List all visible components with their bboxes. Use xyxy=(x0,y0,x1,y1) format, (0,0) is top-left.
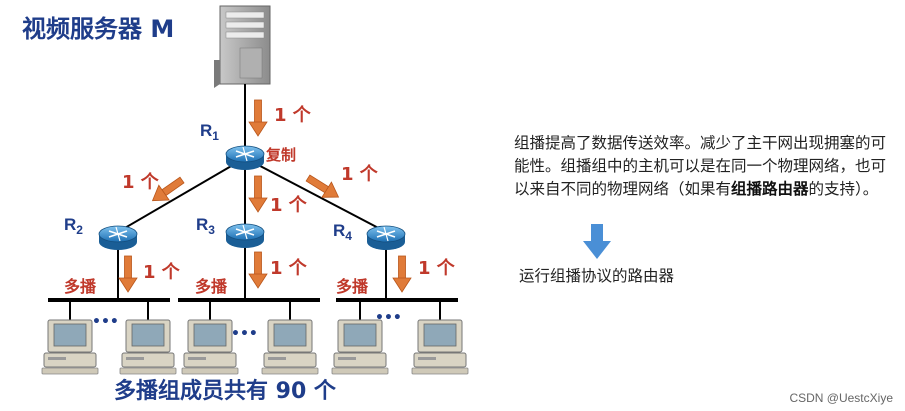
down-arrow-icon xyxy=(583,224,611,259)
router-r4-icon xyxy=(366,225,406,251)
count-label: 1 个 xyxy=(270,194,308,216)
members-summary: 多播组成员共有 90 个 xyxy=(114,378,337,404)
count-label: 1 个 xyxy=(143,261,181,283)
page-title: 视频服务器 M xyxy=(22,15,174,43)
computer-icon xyxy=(41,319,99,375)
arrow-icon xyxy=(118,255,138,293)
ellipsis: ••• xyxy=(231,326,258,342)
arrow-icon xyxy=(248,175,268,213)
description-text: 组播提高了数据传送效率。减少了主干网出现拥塞的可能性。组播组中的主机可以是在同一… xyxy=(514,134,887,198)
computer-icon xyxy=(331,319,389,375)
ellipsis: ••• xyxy=(375,310,402,326)
multicast-label: 多播 xyxy=(195,277,228,296)
network-links xyxy=(48,84,458,320)
count-label: 1 个 xyxy=(418,257,456,279)
computer-icon xyxy=(261,319,319,375)
multicast-label: 多播 xyxy=(336,277,369,296)
computer-icon xyxy=(181,319,239,375)
router-label-r1: R1 xyxy=(200,121,219,143)
ellipsis: ••• xyxy=(92,314,119,330)
arrow-icon xyxy=(248,99,268,137)
count-label: 1 个 xyxy=(274,104,312,126)
computer-icon xyxy=(411,319,469,375)
router-r3-icon xyxy=(225,223,265,249)
router-label-r2: R2 xyxy=(64,215,83,237)
router-label-r4: R4 xyxy=(333,221,352,243)
server-icon xyxy=(214,5,271,88)
router-r1-icon xyxy=(225,145,265,171)
multicast-label: 多播 xyxy=(64,277,97,296)
watermark: CSDN @UestcXiye xyxy=(789,391,893,405)
count-label: 1 个 xyxy=(122,171,160,193)
computer-icon xyxy=(119,319,177,375)
router-r2-icon xyxy=(98,225,138,251)
count-label: 1 个 xyxy=(270,257,308,279)
router-label-r3: R3 xyxy=(196,215,215,237)
arrow-icon xyxy=(392,255,412,293)
arrow-icon xyxy=(248,251,268,289)
router-protocol-label: 运行组播协议的路由器 xyxy=(519,267,675,285)
copy-label: 复制 xyxy=(265,146,296,164)
count-label: 1 个 xyxy=(341,163,379,185)
